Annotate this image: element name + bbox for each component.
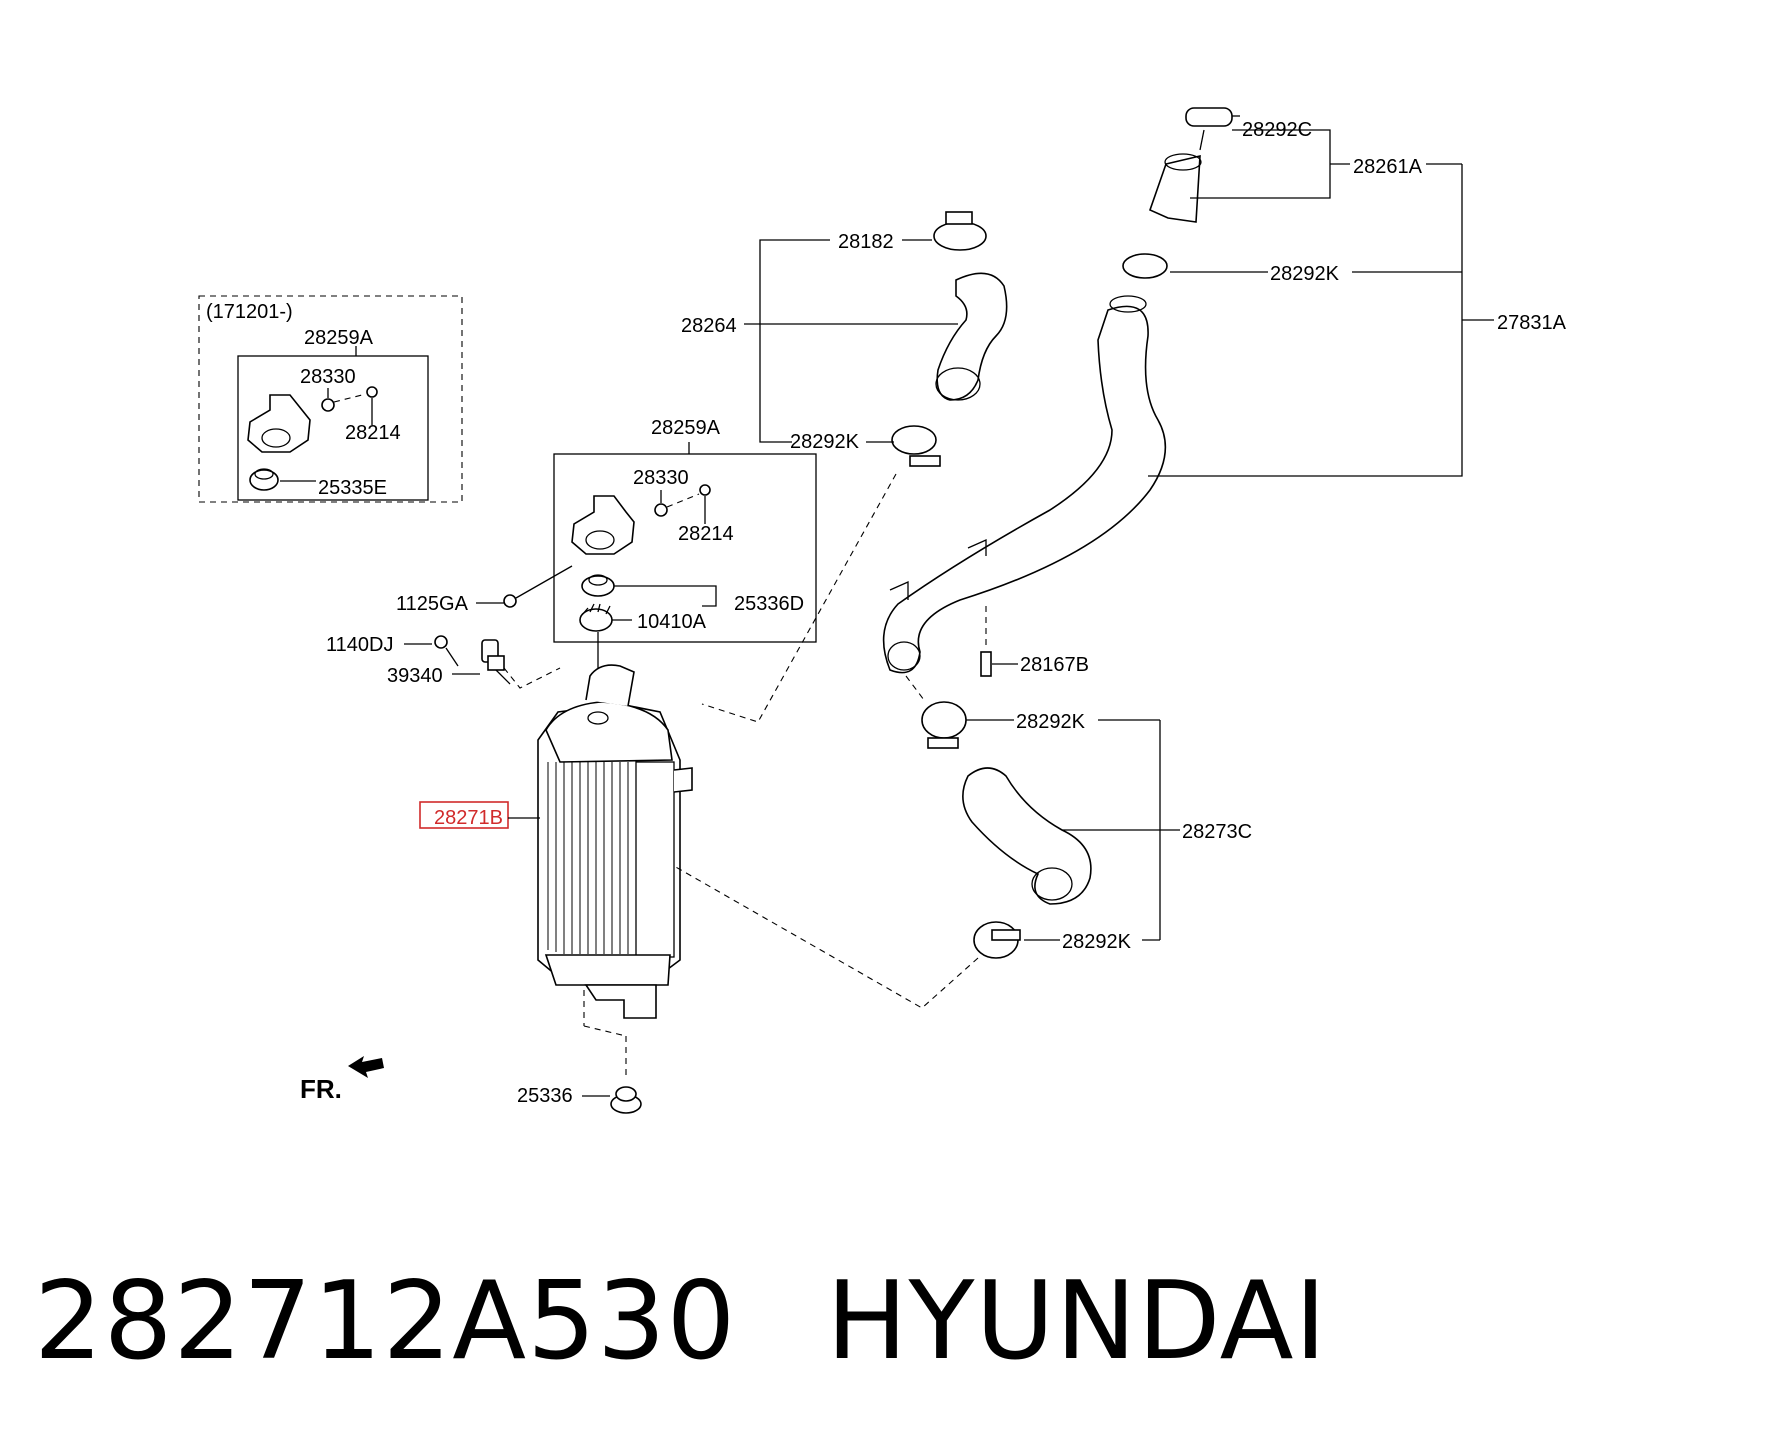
label-28330: 28330: [633, 467, 689, 489]
label-inset-28259A: 28259A: [304, 327, 374, 349]
label-39340: 39340: [387, 665, 443, 687]
clamp-28292K-b-icon: [1122, 253, 1268, 279]
brand-name: HYUNDAI: [826, 1259, 1328, 1384]
clamp-28292K-a-icon: [701, 425, 941, 723]
clamp-28292K-c-icon: [905, 675, 1014, 749]
label-10410A: 10410A: [637, 611, 707, 633]
inset-grommet-icon: [249, 468, 316, 491]
hose-28273C-icon: [962, 767, 1160, 905]
label-1140DJ: 1140DJ: [326, 634, 393, 656]
grommet-25336-icon: [582, 1086, 642, 1114]
label-28292K-c: 28292K: [1016, 711, 1086, 733]
bracket-line-27831A: [1148, 164, 1463, 477]
inset-bracket-icon: [247, 386, 378, 453]
label-25336D: 25336D: [734, 593, 804, 615]
label-28273C: 28273C: [1182, 821, 1252, 843]
label-28182: 28182: [838, 231, 894, 253]
bolt-1125GA-icon: [476, 565, 573, 608]
bolt-28167B-icon: [980, 606, 1018, 677]
bracket-line-28182: [759, 239, 830, 443]
mount-box: [553, 442, 817, 643]
label-25336: 25336: [517, 1085, 573, 1107]
clamp-28292C-icon: [1185, 107, 1240, 151]
label-28214: 28214: [678, 523, 734, 545]
label-28259A: 28259A: [651, 417, 721, 439]
sensor-39340-icon: [452, 639, 561, 689]
label-27831A: 27831A: [1497, 312, 1567, 334]
label-28292K-d: 28292K: [1062, 931, 1132, 953]
label-28264: 28264: [681, 315, 737, 337]
label-28271B: 28271B: [434, 807, 503, 829]
label-inset-28214: 28214: [345, 422, 401, 444]
callout-28271B: [419, 801, 540, 829]
front-arrow-icon: [348, 1056, 384, 1078]
label-28292K-b: 28292K: [1270, 263, 1340, 285]
grommet-25336D-icon: [581, 574, 717, 607]
part-number: 282712A530: [34, 1259, 737, 1384]
label-inset-28330: 28330: [300, 366, 356, 388]
hose-28264-icon: [744, 272, 1008, 401]
pipe-27831A-icon: [882, 295, 1167, 674]
date-note: (171201-): [206, 301, 293, 323]
clamp-28292K-d-icon: [673, 865, 1060, 1009]
label-inset-25335E: 25335E: [318, 477, 387, 499]
label-28292K-a: 28292K: [790, 431, 860, 453]
mount-bracket-icon: [571, 484, 711, 555]
clamp-28182-icon: [902, 211, 987, 251]
front-marker: FR.: [300, 1074, 342, 1104]
label-28261A: 28261A: [1353, 156, 1423, 178]
inset-dashed-box: [198, 295, 463, 503]
label-28167B: 28167B: [1020, 654, 1089, 676]
hose-28261A-icon: [1149, 153, 1202, 223]
label-1125GA: 1125GA: [396, 593, 469, 615]
intercooler-icon: [537, 664, 693, 1078]
bolt-1140DJ-icon: [404, 635, 459, 667]
